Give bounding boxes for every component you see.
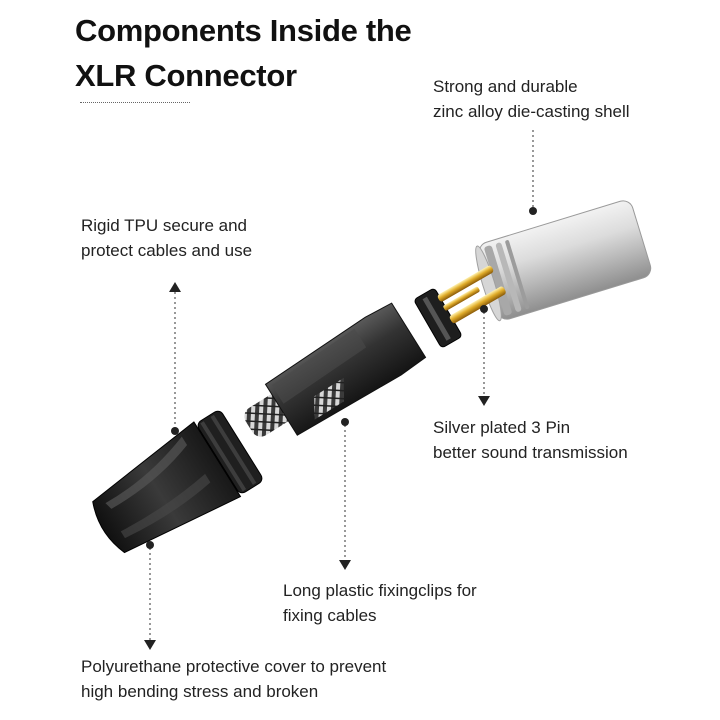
callout-tpu: Rigid TPU secure and protect cables and …	[81, 213, 252, 263]
callout-tpu-line-1: Rigid TPU secure and	[81, 216, 247, 235]
fixing-clip-body	[264, 302, 427, 436]
callout-clips-line-2: fixing cables	[283, 606, 377, 625]
callout-shell-line-2: zinc alloy die-casting shell	[433, 102, 630, 121]
tpu-ring	[197, 410, 263, 494]
callout-cover-line-2: high bending stress and broken	[81, 682, 319, 701]
callout-pins-line-2: better sound transmission	[433, 443, 628, 462]
marker-clips-arrow	[339, 560, 351, 570]
marker-shell-dot	[529, 207, 537, 215]
callout-cover-line-1: Polyurethane protective cover to prevent	[81, 657, 387, 676]
page-title: Components Inside the XLR Connector	[75, 8, 412, 98]
marker-tpu-arrow	[169, 282, 181, 292]
title-line-2: XLR Connector	[75, 58, 297, 93]
marker-pins-dot	[480, 305, 488, 313]
callout-clips: Long plastic fixingclips for fixing cabl…	[283, 578, 477, 628]
callout-cover: Polyurethane protective cover to prevent…	[81, 654, 386, 704]
metal-shell	[475, 200, 652, 322]
polyurethane-boot	[92, 421, 242, 554]
title-underline	[80, 102, 190, 103]
marker-cover-dot	[146, 541, 154, 549]
callout-pins: Silver plated 3 Pin better sound transmi…	[433, 415, 628, 465]
title-line-1: Components Inside the	[75, 13, 412, 48]
callout-tpu-line-2: protect cables and use	[81, 241, 253, 260]
callout-shell: Strong and durable zinc alloy die-castin…	[433, 74, 630, 124]
pin-insert	[414, 265, 506, 348]
marker-clips-dot	[341, 418, 349, 426]
callout-shell-line-1: Strong and durable	[433, 77, 578, 96]
marker-pins-arrow	[478, 396, 490, 406]
marker-tpu-dot	[171, 427, 179, 435]
callout-clips-line-1: Long plastic fixingclips for	[283, 581, 477, 600]
callout-pins-line-1: Silver plated 3 Pin	[433, 418, 571, 437]
marker-cover-arrow	[144, 640, 156, 650]
